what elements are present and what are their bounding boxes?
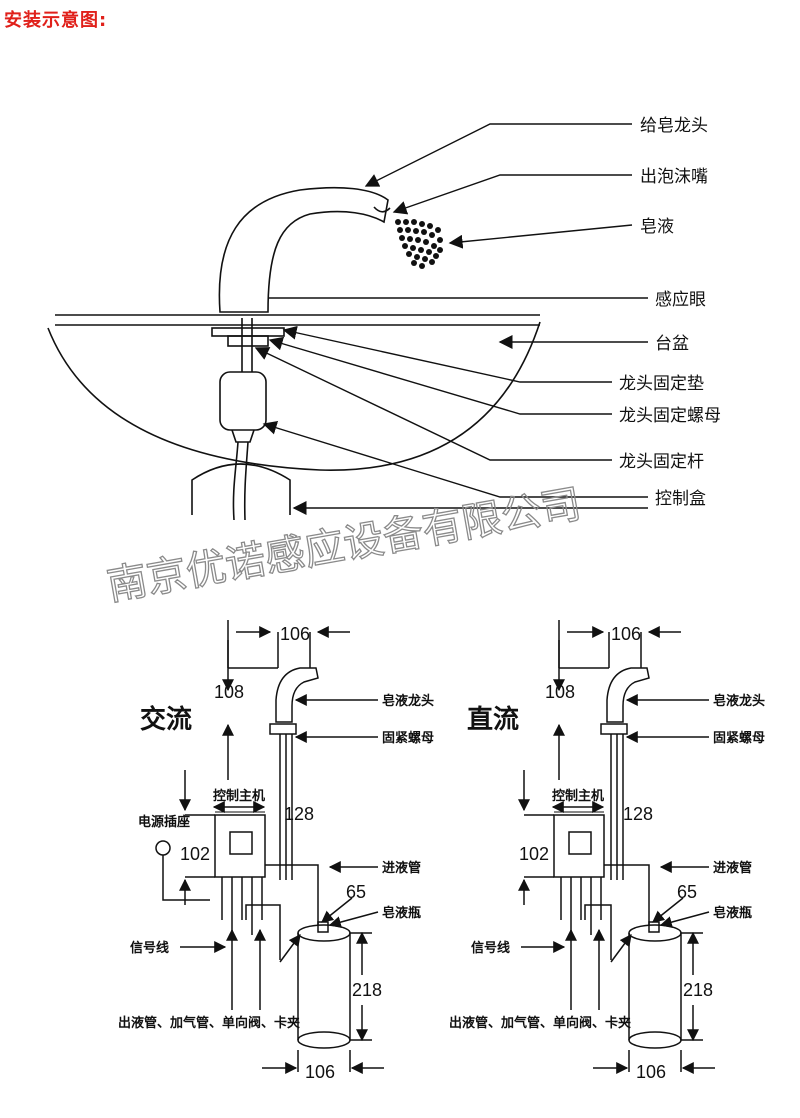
dc-dim-height: 108 (545, 682, 575, 702)
fixing-pad-shape (211, 327, 285, 337)
label-soap-liquid: 皂液 (640, 217, 674, 237)
dc-dim-bottle-h: 218 (683, 980, 713, 1000)
control-box-neck (231, 429, 255, 443)
soap-bottle-top (191, 463, 291, 515)
ac-title: 交流 (140, 704, 192, 735)
faucet-spout (218, 186, 389, 313)
ac-dim-height: 108 (214, 682, 244, 702)
label-sensor-eye: 感应眼 (655, 290, 706, 310)
control-box-shape (219, 371, 267, 431)
ac-dim-box-w: 128 (284, 804, 314, 824)
dc-panel: 直流 (449, 620, 765, 1082)
dc-label-signal: 信号线 (471, 940, 510, 956)
dc-label-pipes: 出液管、加气管、单向阀、卡夹 (449, 1015, 631, 1031)
dc-label-nut: 固紧螺母 (713, 730, 765, 746)
ac-label-controller: 控制主机 (213, 788, 265, 804)
dc-title: 直流 (467, 705, 519, 735)
label-basin: 台盆 (655, 334, 689, 354)
ac-dim-bottle-w: 106 (305, 1062, 335, 1082)
ac-dim-top: 106 (280, 624, 310, 644)
ac-label-signal: 信号线 (130, 940, 169, 956)
dc-dim-bottle-w: 106 (636, 1062, 666, 1082)
dc-dim-box-w: 128 (623, 804, 653, 824)
label-fixing-rod: 龙头固定杆 (619, 452, 704, 472)
dc-label-inlet: 进液管 (713, 860, 752, 876)
ac-panel: 交流 (118, 620, 434, 1082)
ac-dim-bottle-cap: 65 (346, 882, 366, 902)
label-control-box: 控制盒 (655, 489, 706, 509)
company-watermark: 南京优诺感应设备有限公司 (104, 481, 585, 610)
ac-label-power-socket: 电源插座 (138, 814, 190, 830)
ac-label-nut: 固紧螺母 (382, 730, 434, 746)
cable-2 (243, 441, 249, 521)
soap-droplets (395, 219, 443, 269)
ac-label-pipes: 出液管、加气管、单向阀、卡夹 (118, 1015, 300, 1031)
ac-label-bottle: 皂液瓶 (382, 905, 421, 921)
label-foam-nozzle: 出泡沫嘴 (640, 167, 708, 187)
page-title: 安装示意图: (4, 10, 108, 31)
top-leaders (254, 123, 648, 515)
top-installation-figure (47, 186, 541, 521)
foam-nozzle (373, 206, 391, 213)
dc-dim-top: 106 (611, 624, 641, 644)
cable-1 (232, 441, 239, 521)
dc-label-bottle: 皂液瓶 (713, 905, 752, 921)
dc-dim-bottle-cap: 65 (677, 882, 697, 902)
ac-dim-box-h: 102 (180, 844, 210, 864)
basin-bowl (47, 321, 541, 471)
dc-label-faucet: 皂液龙头 (713, 693, 765, 709)
ac-dim-bottle-h: 218 (352, 980, 382, 1000)
label-fixing-nut: 龙头固定螺母 (619, 406, 721, 426)
fixing-nut-shape (227, 335, 269, 347)
dc-dim-box-h: 102 (519, 844, 549, 864)
label-soap-faucet: 给皂龙头 (640, 116, 708, 136)
ac-label-faucet: 皂液龙头 (382, 693, 434, 709)
label-fixing-pad: 龙头固定垫 (619, 374, 704, 394)
dc-label-controller: 控制主机 (552, 788, 604, 804)
ac-label-inlet: 进液管 (382, 860, 421, 876)
